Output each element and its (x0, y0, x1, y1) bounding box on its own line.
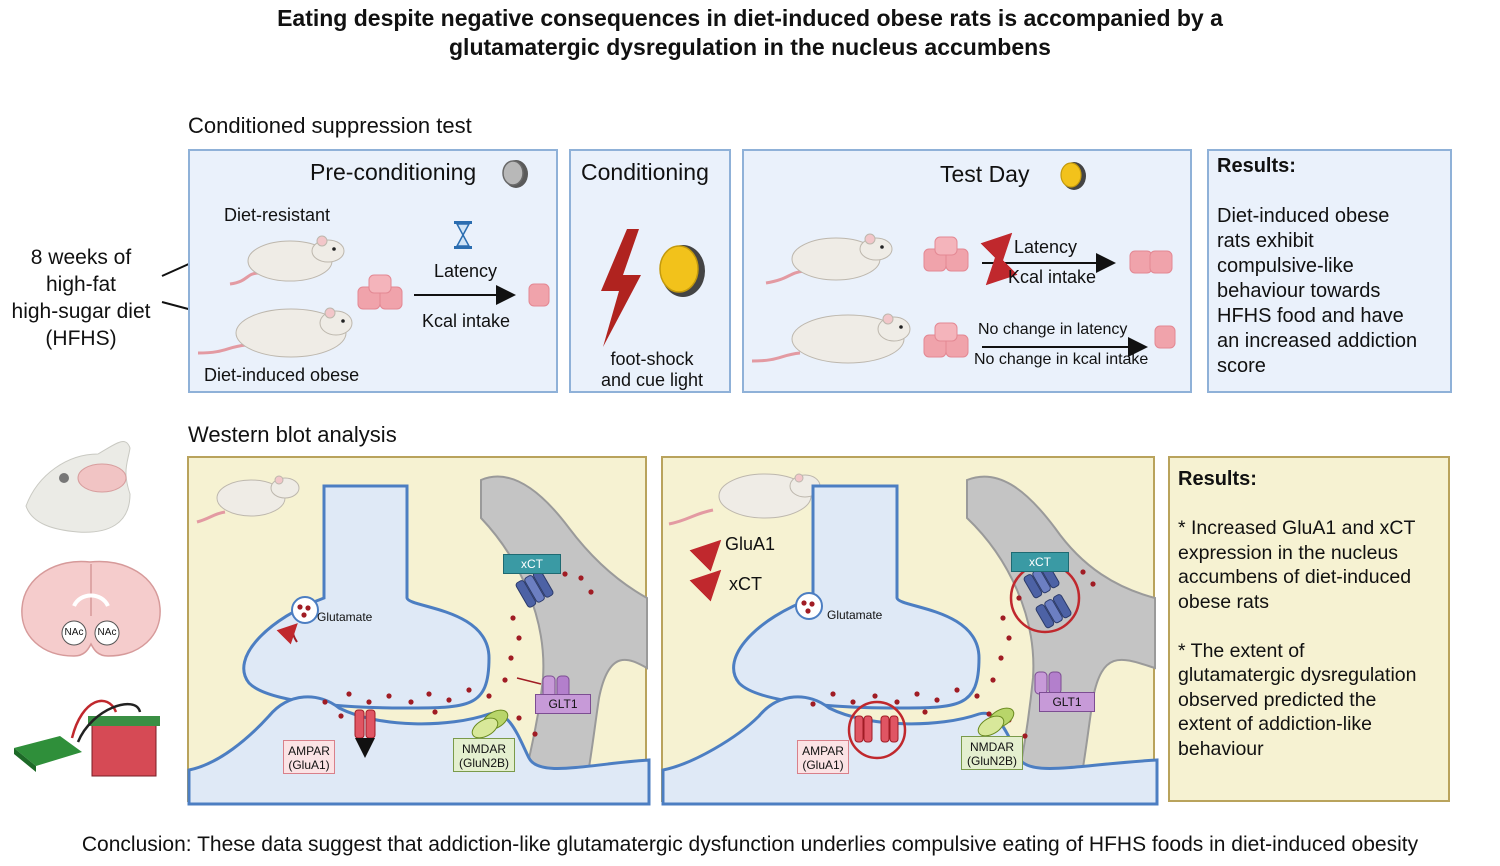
test-day-header: Test Day (940, 161, 1030, 187)
glt1-tag-2: GLT1 (1039, 692, 1095, 712)
figure-title: Eating despite negative consequences in … (0, 4, 1500, 62)
latency-up-arrow (980, 232, 1013, 265)
pre-latency-label: Latency (434, 261, 498, 281)
results-1-body: Diet-induced obese rats exhibit compulsi… (1217, 205, 1418, 377)
results-2-body: * Increased GluA1 and xCT expression in … (1178, 517, 1417, 760)
synapse-obese-drawing (661, 473, 1159, 806)
results-panel-western-blot: Results: * Increased GluA1 and xCT expre… (1168, 456, 1450, 802)
test-arrows (980, 232, 1148, 357)
test-food-partial-icon (1129, 250, 1173, 274)
no-change-kcal-label: No change in kcal intake (974, 351, 1149, 368)
nac-right-label: NAc (97, 627, 117, 638)
rat-diet-induced-obese-icon (197, 307, 353, 358)
section-western-blot-label: Western blot analysis (188, 422, 397, 447)
test-day-panel: Test Day Latency Kca (742, 149, 1192, 393)
glt1-tag-1: GLT1 (535, 694, 591, 714)
ampar-tag-2: AMPAR (GluA1) (797, 740, 849, 774)
conditioning-caption: foot-shock and cue light (600, 349, 704, 390)
glutamate-label-2: Glutamate (827, 608, 883, 622)
rat-test-resistant-icon (765, 233, 893, 285)
brain-coronal-section-icon (21, 560, 161, 657)
nmdar-tag-2: NMDAR (GluN2B) (961, 736, 1023, 770)
diet-resistant-label: Diet-resistant (224, 205, 331, 225)
preconditioning-panel: Pre-conditioning Diet-resistant Diet-ind… (188, 149, 558, 393)
synapse-panel-control: Glutamate xCT GLT1 AMPAR (GluA1) NMDAR (… (187, 456, 651, 806)
pre-kcal-label: Kcal intake (422, 311, 511, 331)
cue-light-on-small-icon (1060, 162, 1086, 190)
kcal-down-arrow (985, 253, 1018, 286)
results-panel-behaviour: Results: Diet-induced obese rats exhibit… (1207, 149, 1452, 393)
synapse-panel-obese: GluA1 xCT Glutamate xCT GLT1 AMPAR (GluA… (661, 456, 1159, 806)
rat-diet-resistant-icon (229, 235, 345, 286)
diet-label: 8 weeks of high-fat high-sugar diet (HFH… (11, 246, 151, 350)
nac-left-label: NAc (64, 627, 84, 638)
diet-induced-obese-label: Diet-induced obese (204, 365, 360, 385)
glutamate-label-1: Glutamate (317, 610, 373, 624)
western-blot-apparatus-icon (14, 699, 160, 777)
test-food-small-icon (1154, 325, 1176, 349)
results-1-title: Results: (1217, 155, 1296, 177)
xct-tag-2: xCT (1011, 552, 1069, 572)
figure-title-line-1: Eating despite negative consequences in … (277, 5, 1223, 31)
pre-food-arrow (414, 285, 516, 305)
test-food-large-2-icon (923, 322, 969, 358)
synapse-control-drawing (187, 475, 651, 806)
xct-increase-label: xCT (729, 574, 762, 594)
hourglass-icon (454, 221, 472, 249)
section-conditioned-suppression-label: Conditioned suppression test (188, 113, 472, 138)
test-kcal-label: Kcal intake (1008, 267, 1097, 287)
no-change-latency-label: No change in latency (978, 321, 1128, 338)
preconditioning-header: Pre-conditioning (310, 159, 477, 185)
results-2-title: Results: (1178, 468, 1257, 490)
food-pellet-small-icon (528, 283, 550, 307)
rat-head-brain-icon (25, 440, 131, 533)
foot-shock-lightning-icon (601, 229, 641, 347)
conditioning-header: Conditioning (581, 159, 709, 185)
conclusion-text: Conclusion: These data suggest that addi… (81, 833, 1419, 856)
nmdar-tag-1: NMDAR (GluN2B) (453, 738, 515, 772)
conditioning-panel: Conditioning foot-shock and cue light (569, 149, 731, 393)
cue-light-off-icon (502, 160, 528, 188)
test-latency-label: Latency (1014, 237, 1078, 257)
ampar-tag-1: AMPAR (GluA1) (283, 740, 335, 774)
food-pellets-large-icon (357, 274, 403, 310)
test-food-large-1-icon (923, 236, 969, 272)
figure-title-line-2: glutamatergic dysregulation in the nucle… (449, 34, 1051, 60)
cue-light-on-icon (659, 245, 705, 297)
xct-tag-1: xCT (503, 554, 561, 574)
glua1-increase-label: GluA1 (725, 534, 776, 554)
rat-test-obese-icon (751, 313, 911, 364)
